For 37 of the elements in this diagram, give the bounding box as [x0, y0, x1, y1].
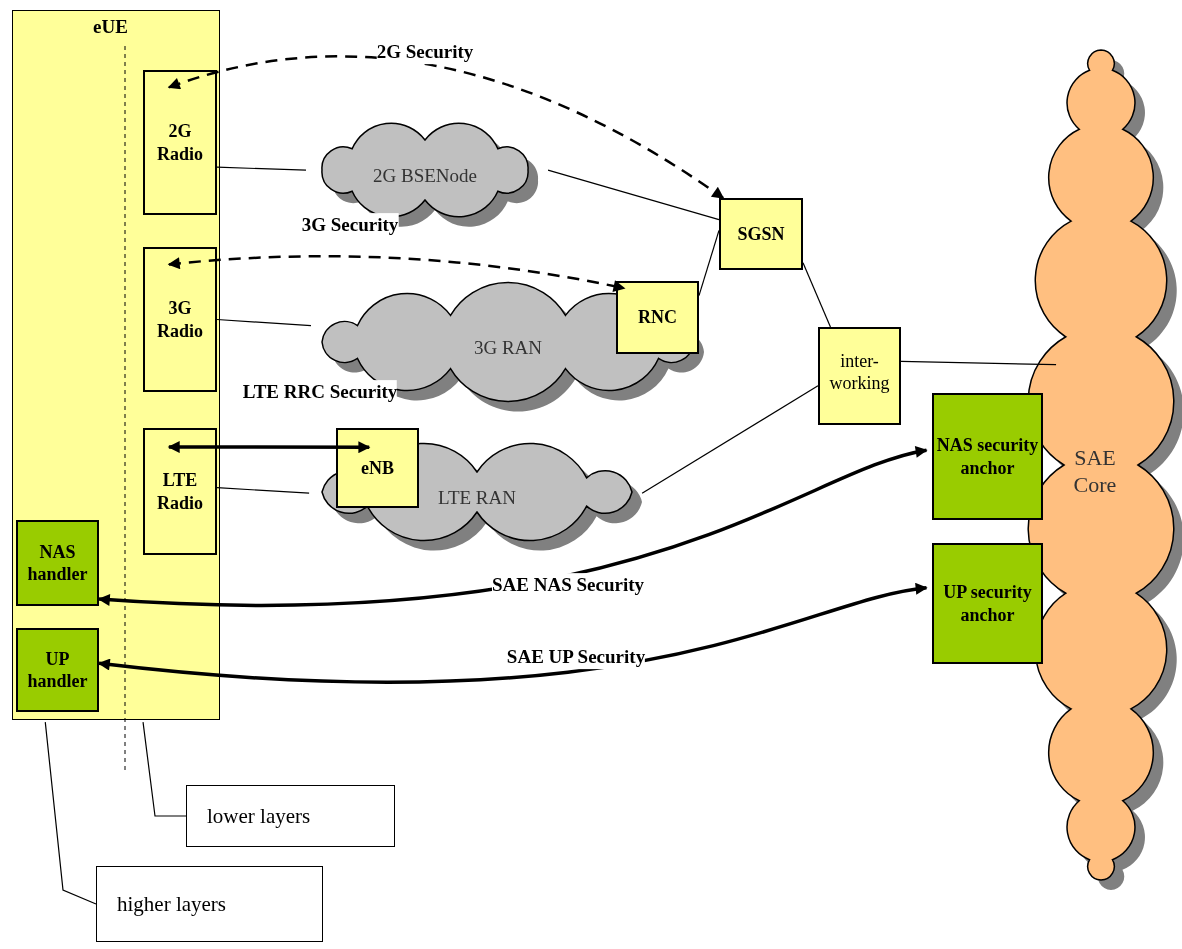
- edge-label: LTE RRC Security: [242, 380, 398, 404]
- connector-line: [44, 721, 97, 905]
- box-title: eUE: [93, 15, 128, 39]
- connector-line: [641, 385, 819, 494]
- cloud-label: LTE RAN: [438, 486, 516, 510]
- node-box: RNC: [616, 281, 699, 354]
- handler-box: UP handler: [16, 628, 99, 712]
- node-box: eNB: [336, 428, 419, 508]
- device-box: [12, 10, 220, 720]
- node-box: inter- working: [818, 327, 901, 425]
- radio-box: 2G Radio: [143, 70, 217, 215]
- connector-line: [900, 360, 1057, 366]
- radio-box: 3G Radio: [143, 247, 217, 392]
- note-box: lower layers: [186, 785, 395, 847]
- arrow: [97, 583, 928, 684]
- cloud-label: 3G RAN: [473, 336, 543, 360]
- edge-label: SAE NAS Security: [492, 573, 644, 597]
- node-box: SGSN: [719, 198, 803, 270]
- arrow: [97, 446, 928, 607]
- connector-line: [547, 169, 720, 221]
- connector-line: [698, 229, 720, 297]
- radio-box: LTE Radio: [143, 428, 217, 555]
- connector-line: [216, 166, 307, 171]
- anchor-box: NAS security anchor: [932, 393, 1043, 520]
- connector-line: [216, 318, 312, 327]
- connector-line: [802, 262, 832, 328]
- cloud-label: 2G BSENode: [373, 164, 477, 188]
- edge-label: 3G Security: [301, 213, 399, 237]
- cloud-label: SAE Core: [1072, 443, 1118, 499]
- handler-box: NAS handler: [16, 520, 99, 606]
- note-box: higher layers: [96, 866, 323, 942]
- connector-line: [142, 721, 187, 817]
- arrow: [167, 55, 725, 200]
- arrow: [167, 254, 626, 293]
- anchor-box: UP security anchor: [932, 543, 1043, 664]
- arrow: [167, 441, 371, 454]
- connector-line: [216, 487, 310, 494]
